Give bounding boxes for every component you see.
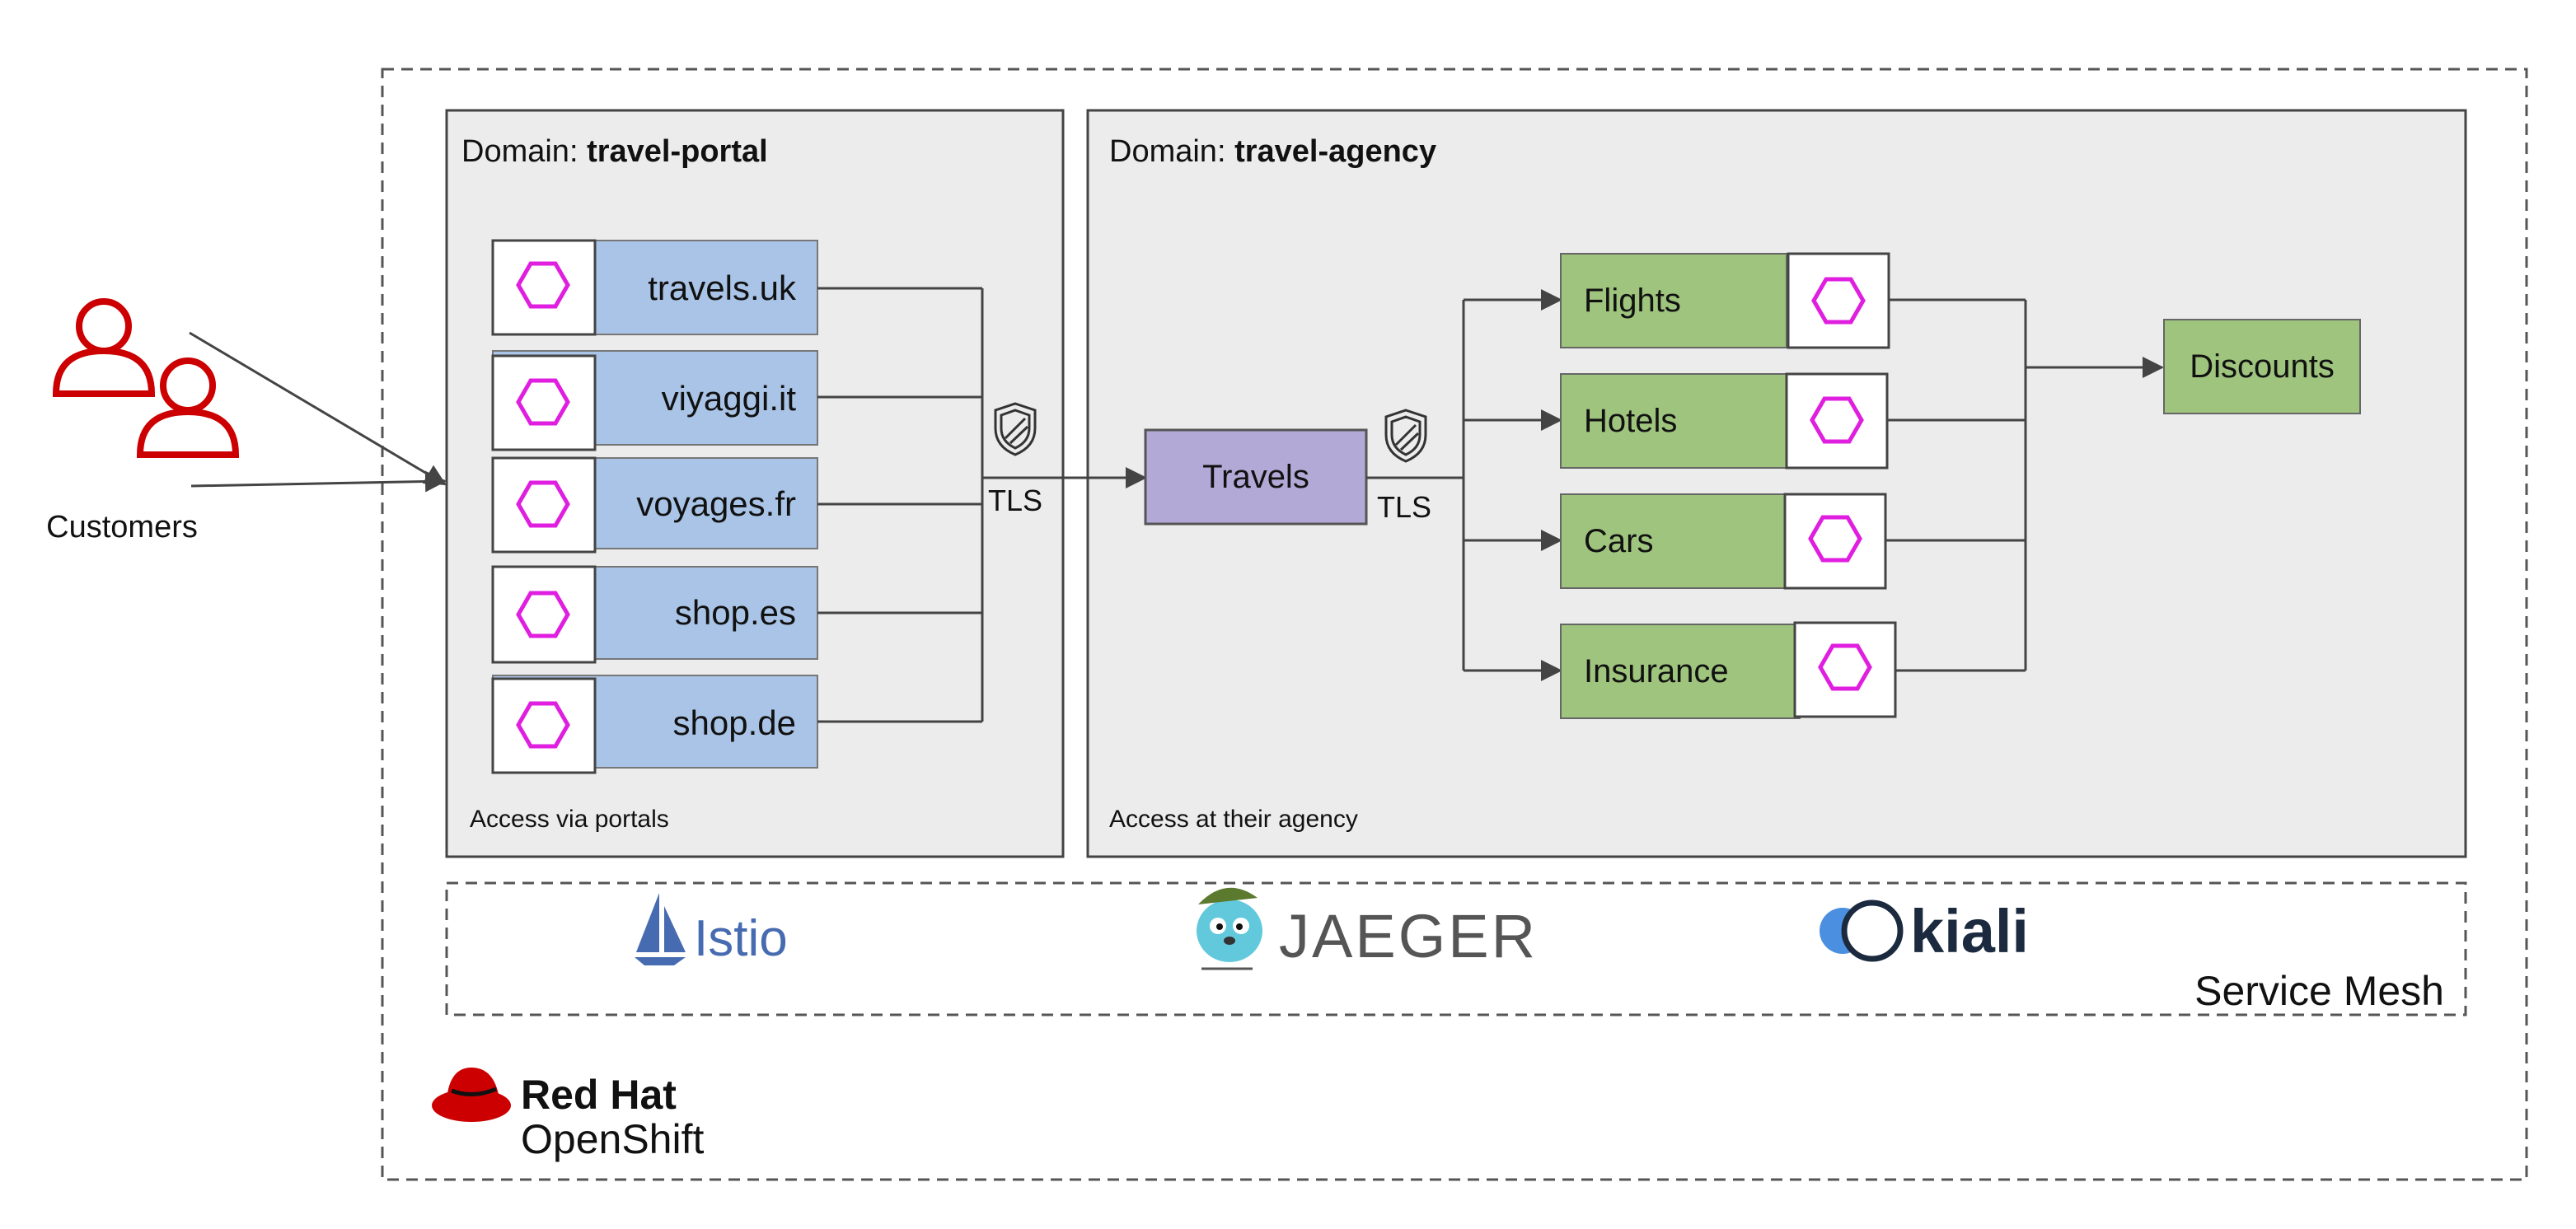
istio-logo: Istio [635,893,788,967]
agency-service-cars: Cars [1560,493,1887,590]
hexagon-icon [1811,277,1866,325]
portal-service-travels-uk: travels.uk [491,239,818,336]
shield-icon [1384,409,1427,463]
hexagon-icon [1818,643,1872,691]
portal-service-viyaggi-it: viyaggi.it [491,350,818,451]
hexagon-icon [516,378,570,426]
svg-text:kiali: kiali [1910,897,2029,965]
hexagon-icon [1808,515,1862,563]
svg-text:JAEGER: JAEGER [1279,902,1538,970]
portal-service-label: shop.es [675,593,796,632]
customers-icon [52,298,240,458]
travels-service: Travels [1144,428,1368,526]
portal-service-label: viyaggi.it [662,379,797,418]
jaeger-gopher-icon [1197,887,1262,970]
agency-service-label: Hotels [1584,403,1677,439]
service-mesh-box [445,881,2467,1016]
portal-service-shop-es: shop.es [491,565,818,664]
agency-service-flights: Flights [1560,252,1890,349]
discounts-service: Discounts [2163,319,2361,414]
portal-service-voyages-fr: voyages.fr [491,456,818,554]
customers-label: Customers [46,510,198,544]
agency-domain-title: Domain: travel-agency [1109,134,1436,169]
hexagon-icon [516,701,570,749]
discounts-label: Discounts [2190,348,2335,385]
tls-label-right: TLS [1377,490,1431,524]
customer-arrow-2 [190,470,447,493]
openshift-boundary [381,68,2528,1181]
customer-arrow-1 [189,331,447,486]
redhat-openshift-logo: Red Hat OpenShift [432,1068,704,1162]
hexagon-icon [1810,396,1864,444]
agency-service-insurance: Insurance [1560,621,1897,719]
istio-sail-icon [636,893,659,952]
agency-service-label: Cars [1584,523,1653,559]
portal-service-label: voyages.fr [636,484,796,523]
svg-text:Red Hat: Red Hat [521,1072,677,1118]
portal-service-shop-de: shop.de [491,675,818,774]
travels-label: Travels [1202,459,1309,495]
portal-service-label: shop.de [673,703,796,742]
agency-fanout [1366,300,1465,671]
shield-icon [994,402,1037,456]
portal-access-note: Access via portals [470,806,669,833]
svg-text:Istio: Istio [694,910,788,967]
service-mesh-label: Service Mesh [2194,968,2444,1014]
tls-label-left: TLS [988,484,1042,517]
agency-service-hotels: Hotels [1560,372,1889,470]
kiali-logo: kiali [1820,897,2029,965]
portal-service-label: travels.uk [648,269,797,307]
agency-fanin [1885,298,2027,672]
agency-service-label: Insurance [1584,653,1729,689]
agency-service-label: Flights [1584,283,1681,319]
hexagon-icon [516,480,570,528]
hexagon-icon [516,591,570,638]
redhat-hat-icon [432,1068,511,1122]
portal-connectors [817,287,984,723]
svg-text:OpenShift: OpenShift [521,1116,704,1162]
jaeger-logo: JAEGER [1197,887,1538,970]
hexagon-icon [516,261,570,309]
agency-access-note: Access at their agency [1109,806,1358,833]
portal-domain-title: Domain: travel-portal [461,134,768,169]
